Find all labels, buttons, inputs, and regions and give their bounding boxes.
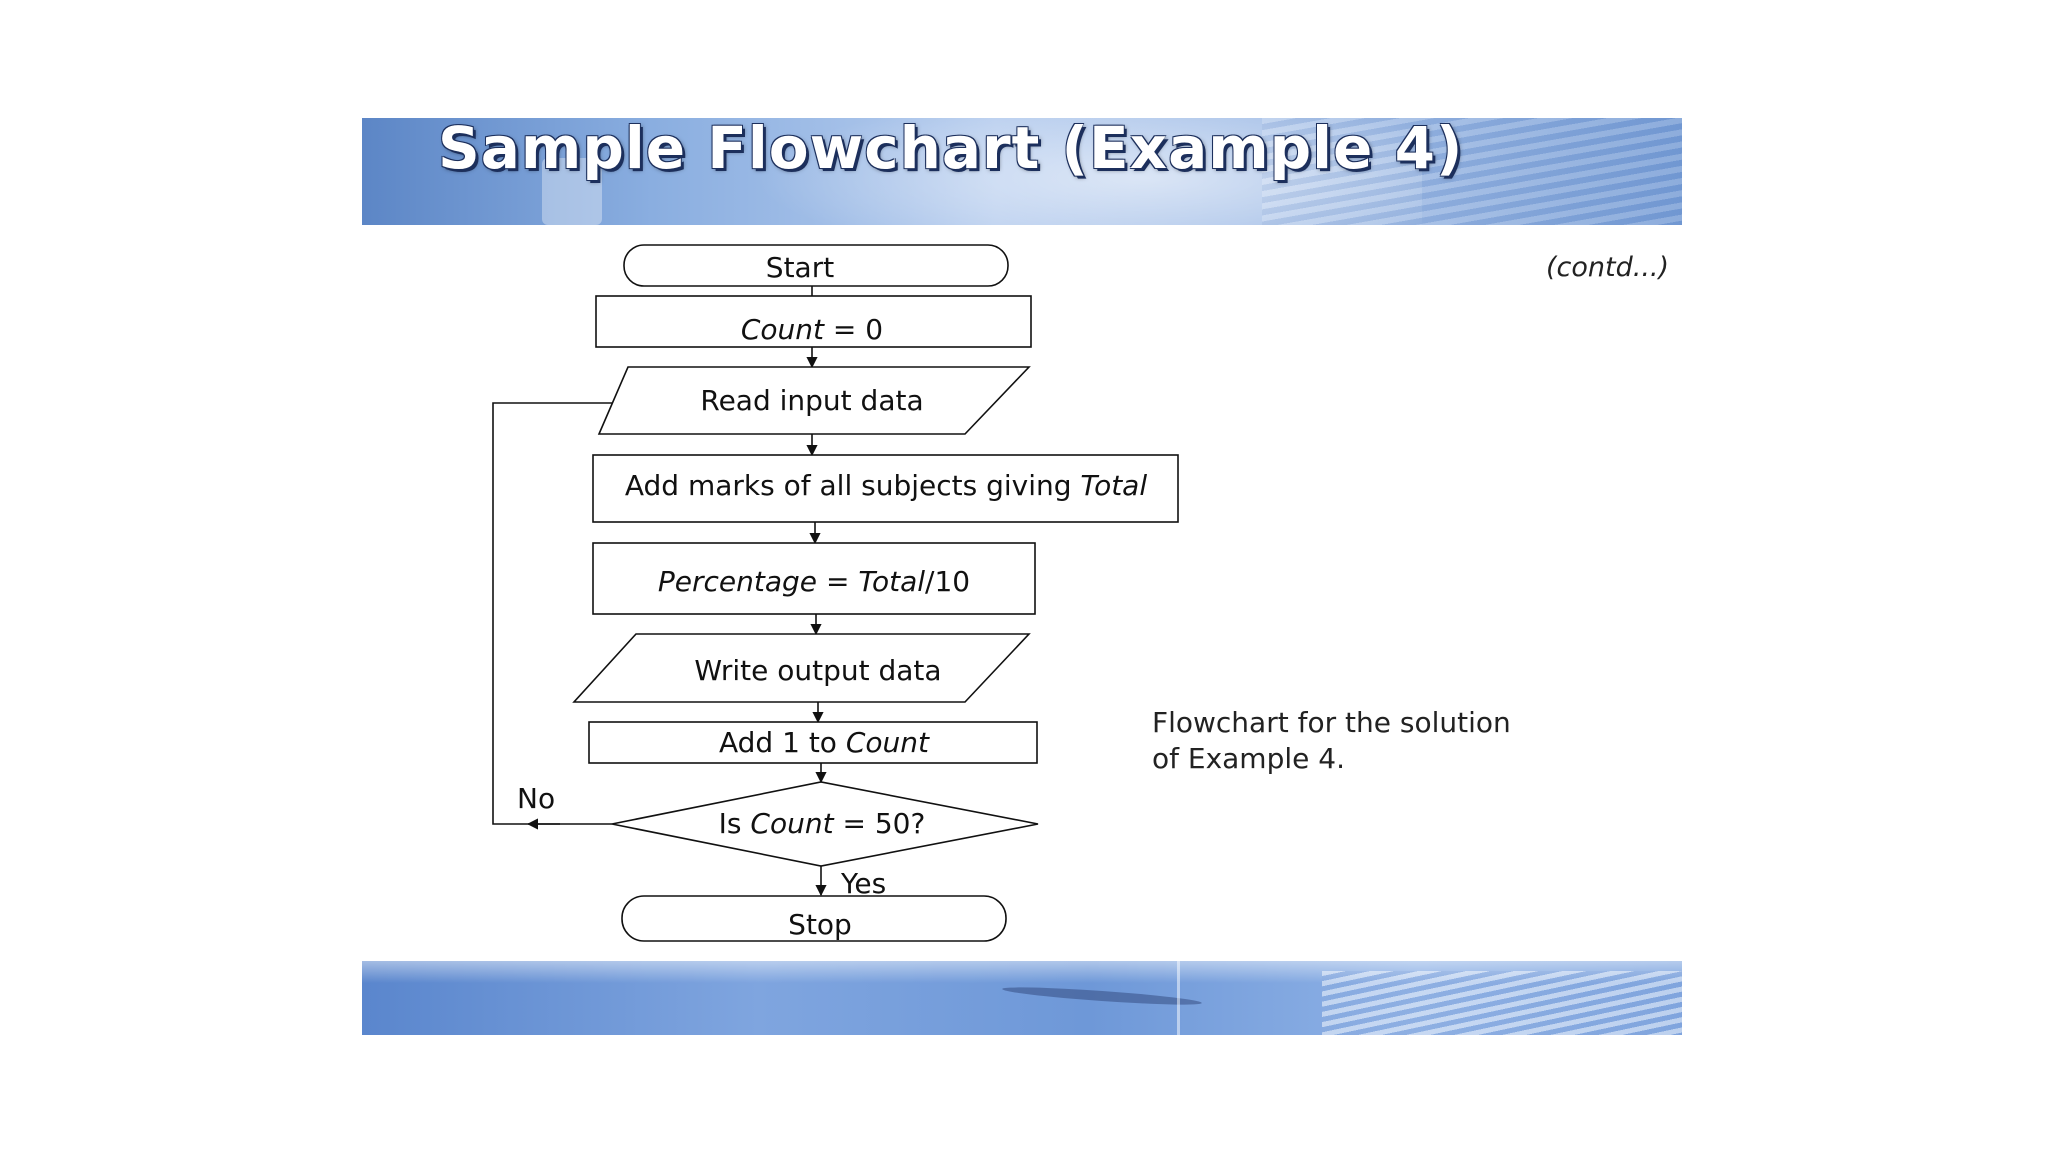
count-init-node: Count = 0 [596, 296, 1031, 347]
write-output-node: Write output data [574, 634, 1029, 702]
read-input-label: Read input data [700, 384, 923, 417]
add-count-prefix: Add 1 to [719, 726, 846, 759]
add-marks-prefix: Add marks of all subjects giving [625, 469, 1081, 502]
decision-node: Is Count = 50? [612, 782, 1038, 866]
percentage-text: Percentage = Total/10 [658, 565, 970, 598]
add-marks-var: Total [1080, 469, 1147, 502]
footer-keyboard-pattern [1322, 971, 1682, 1035]
footer-mouse-cable [1002, 984, 1202, 1008]
percentage-rest: /10 [925, 565, 970, 598]
caption-line-2: of Example 4. [1152, 741, 1572, 777]
decision-pre: Is [719, 807, 751, 840]
flowchart-caption: Flowchart for the solution of Example 4. [1152, 705, 1572, 777]
add-count-var: Count [846, 726, 930, 759]
add-count-text: Add 1 to Count [719, 726, 930, 759]
stop-label: Stop [788, 908, 852, 941]
count-init-text: Count = 0 [741, 313, 883, 346]
start-node: Start [624, 245, 1008, 286]
write-output-label: Write output data [694, 654, 941, 687]
decision-var: Count [750, 807, 834, 840]
percentage-var1: Percentage [658, 565, 817, 598]
footer-divider [1177, 961, 1180, 1035]
percentage-eq: = [817, 565, 858, 598]
add-marks-node: Add marks of all subjects giving Total [593, 455, 1178, 522]
decision-rest: = 50? [834, 807, 926, 840]
decision-text: Is Count = 50? [719, 807, 926, 840]
add-marks-text: Add marks of all subjects giving Total [625, 469, 1147, 502]
footer-banner [362, 961, 1682, 1035]
read-input-node: Read input data [599, 367, 1029, 434]
stop-node: Stop [622, 896, 1006, 941]
no-label: No [517, 782, 555, 815]
percentage-var2: Total [858, 565, 925, 598]
add-count-node: Add 1 to Count [589, 722, 1037, 763]
percentage-node: Percentage = Total/10 [593, 543, 1035, 614]
caption-line-1: Flowchart for the solution [1152, 705, 1572, 741]
yes-label: Yes [840, 867, 886, 900]
start-label: Start [766, 251, 834, 284]
count-init-var: Count [741, 313, 825, 346]
count-init-rest: = 0 [824, 313, 883, 346]
